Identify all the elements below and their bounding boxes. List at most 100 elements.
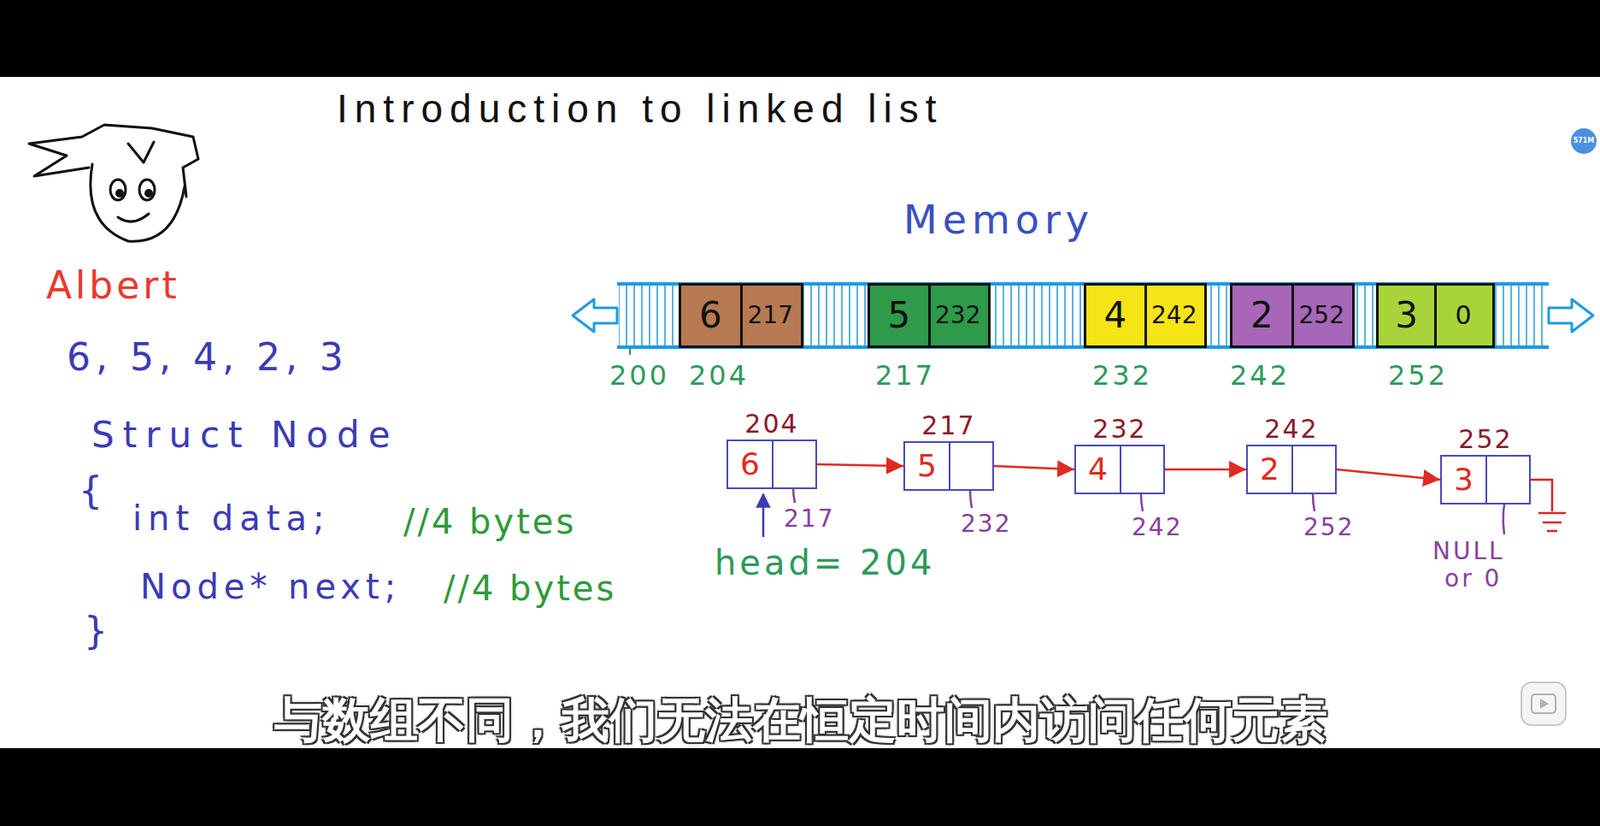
null-pointer: NULL	[1432, 536, 1506, 566]
memory-address: 200	[609, 358, 670, 392]
node-box: 3	[1440, 454, 1531, 505]
data-cell: 3	[1441, 456, 1486, 503]
node-address: 242	[1246, 413, 1337, 445]
memory-address: 217	[875, 358, 936, 392]
section-heading: Memory	[903, 196, 1095, 244]
data-value: 5	[917, 447, 937, 484]
null-pointer: or 0	[1444, 564, 1502, 594]
head-pointer-arrow	[762, 494, 765, 537]
title: Introduction to linked list	[336, 85, 944, 133]
memory-address: 252	[1388, 358, 1448, 392]
next-address: 242	[1151, 300, 1197, 330]
label-holder: //4 bytes	[403, 500, 577, 542]
memory-cell: 252	[1291, 285, 1351, 346]
label-holder: //4 bytes	[443, 567, 617, 609]
next-pointer-arrow	[1164, 468, 1247, 471]
memory-cell: 0	[1434, 285, 1490, 346]
label-holder: 232	[1092, 358, 1153, 392]
label-holder: 232	[960, 509, 1012, 539]
code-brace: }	[83, 608, 108, 654]
pointer-cell	[1291, 446, 1336, 493]
node-box: 6	[726, 439, 818, 489]
node-address: 217	[903, 410, 995, 442]
list-node: 2175	[903, 410, 995, 491]
memory-block: 6 217	[678, 282, 804, 348]
label-holder: 252	[1303, 512, 1354, 542]
label-holder: NULL	[1432, 536, 1506, 566]
data-value: 5	[887, 294, 911, 337]
data-value: 3	[1394, 294, 1418, 337]
albert-face	[29, 124, 199, 242]
node-box: 5	[903, 441, 995, 491]
letterbox-bar	[0, 0, 1600, 77]
label-holder: 217	[783, 504, 835, 534]
list-node: 2422	[1246, 413, 1337, 495]
label-holder: 200	[609, 358, 670, 392]
label-holder: 6, 5, 4, 2, 3	[66, 335, 349, 381]
memory-cell: 217	[740, 285, 800, 346]
memory-address: 242	[1229, 358, 1290, 392]
data-value: 6	[699, 294, 723, 337]
memory-cell: 5	[870, 285, 929, 346]
number-sequence: 6, 5, 4, 2, 3	[66, 335, 349, 381]
badge: 571M	[1570, 128, 1597, 154]
memory-cell: 6	[681, 285, 741, 346]
label-holder: Memory	[903, 196, 1095, 244]
code-line: int data;	[132, 497, 330, 539]
label-holder: 242	[1229, 358, 1290, 392]
next-pointer-arrow	[817, 464, 904, 466]
next-pointer-arrow	[1336, 469, 1441, 480]
title-holder: Introduction to linked list	[336, 85, 944, 133]
data-cell: 5	[905, 442, 949, 489]
character-name: Albert	[46, 263, 181, 309]
pointer-cell	[771, 441, 816, 488]
node-box: 2	[1246, 444, 1337, 495]
head-pointer: head= 204	[714, 541, 936, 583]
label-holder: 252	[1388, 358, 1448, 392]
memory-cell: 2	[1232, 285, 1292, 346]
memory-block: 4 242	[1083, 282, 1207, 348]
node-address: 252	[1440, 423, 1531, 455]
label-holder: Albert	[46, 263, 181, 309]
code-comment: //4 bytes	[443, 567, 617, 609]
pointer-value: 242	[1131, 512, 1183, 542]
memory-strip	[572, 283, 1594, 355]
next-address: 217	[747, 300, 794, 330]
label-holder: 242	[1131, 512, 1183, 542]
next-address: 232	[935, 300, 981, 330]
letterbox-bar	[0, 747, 1600, 826]
data-cell: 6	[728, 441, 772, 488]
memory-block: 2 252	[1229, 282, 1355, 348]
code-line: Node* next;	[140, 565, 401, 607]
list-node: 2523	[1440, 423, 1531, 505]
data-value: 2	[1259, 450, 1280, 488]
memory-cell: 232	[928, 285, 987, 346]
list-node: 2324	[1074, 413, 1165, 495]
view-count: 571M	[1573, 136, 1595, 146]
data-cell: 2	[1247, 446, 1292, 493]
pointer-value: 217	[783, 504, 835, 534]
memory-cell: 242	[1144, 285, 1203, 346]
code-comment: //4 bytes	[403, 500, 577, 542]
subtitle: 与数组不同，我们无法在恒定时间内访问任何元素	[274, 690, 1328, 748]
label-holder: head= 204	[714, 541, 936, 583]
node-address: 204	[726, 408, 818, 440]
next-address: 252	[1299, 300, 1345, 330]
pointer-value: 252	[1303, 512, 1354, 542]
data-value: 2	[1250, 294, 1274, 337]
caption-holder: 与数组不同，我们无法在恒定时间内访问任何元素	[274, 690, 1328, 748]
next-address: 0	[1454, 300, 1471, 331]
label-holder: 217	[875, 358, 936, 392]
memory-cell: 3	[1378, 285, 1435, 346]
data-value: 3	[1453, 460, 1474, 498]
memory-block: 5 232	[867, 282, 991, 348]
code-line: Struct Node	[91, 413, 400, 457]
node-box: 4	[1074, 444, 1165, 495]
label-holder: 204	[688, 358, 749, 392]
memory-block: 30	[1376, 282, 1495, 348]
node-address: 232	[1074, 413, 1165, 445]
data-value: 6	[740, 445, 760, 483]
pointer-cell	[1119, 446, 1164, 493]
code-brace: {	[78, 468, 103, 514]
data-value: 4	[1103, 294, 1127, 337]
